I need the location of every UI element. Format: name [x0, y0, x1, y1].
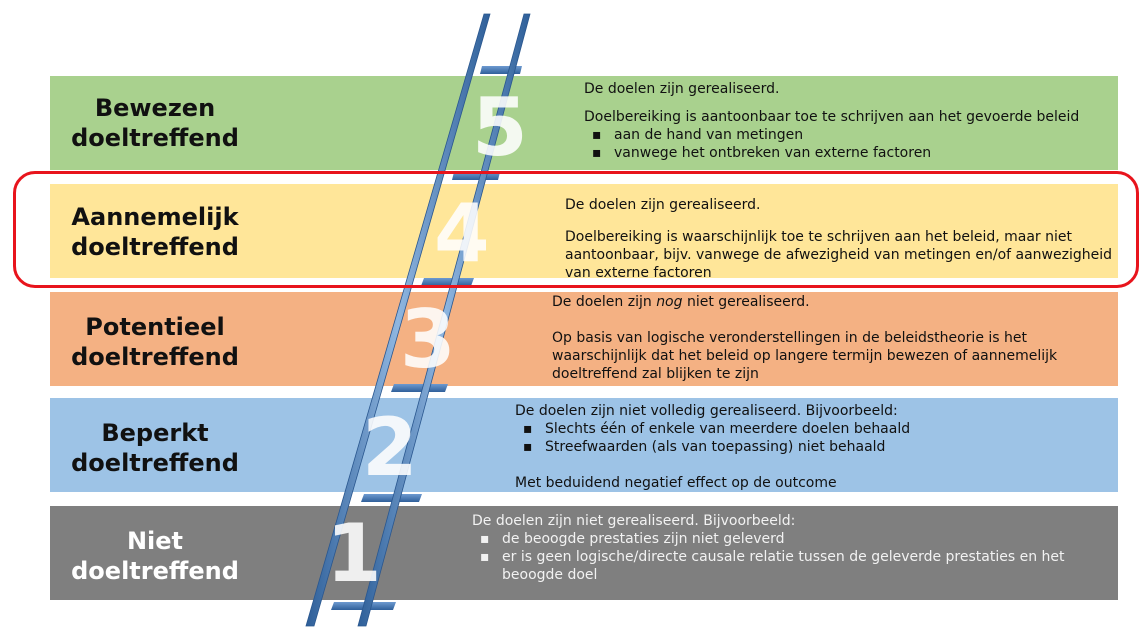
level-2-status: De doelen zijn niet volledig gerealiseer… [515, 403, 898, 419]
level-5-bullet: aan de hand van metingen [584, 126, 1114, 144]
level-4-status: De doelen zijn gerealiseerd. [565, 197, 761, 213]
level-4-explanation: Doelbereiking is waarschijnlijk toe te s… [565, 229, 1112, 281]
level-4-highlight-outline [13, 171, 1139, 288]
level-1-bullet: er is geen logische/directe causale rela… [472, 548, 1072, 584]
level-5-status: De doelen zijn gerealiseerd. [584, 81, 780, 97]
level-2-description: De doelen zijn niet volledig gerealiseer… [515, 402, 1105, 492]
level-2-outcome: Met beduidend negatief effect op de outc… [515, 475, 837, 491]
level-1-status: De doelen zijn niet gerealiseerd. Bijvoo… [472, 513, 796, 529]
level-2-bullet: Streefwaarden (als van toepassing) niet … [515, 438, 1105, 456]
ladder-rung [391, 384, 448, 392]
level-2-number: 2 [362, 401, 418, 494]
level-3-explanation: Op basis van logische veronderstellingen… [552, 330, 1058, 382]
level-5-number: 5 [472, 81, 528, 174]
ladder-right-rail [357, 13, 531, 627]
level-3-description: De doelen zijn nog niet gerealiseerd. Op… [552, 293, 1112, 383]
level-3-status: De doelen zijn nog niet gerealiseerd. [552, 294, 810, 310]
ladder-rung [452, 172, 500, 180]
ladder-rung [421, 278, 474, 286]
level-1-description: De doelen zijn niet gerealiseerd. Bijvoo… [472, 512, 1072, 584]
level-5-description: De doelen zijn gerealiseerd. Doelbereiki… [584, 80, 1114, 162]
ladder-rung [361, 494, 422, 502]
level-4-description: De doelen zijn gerealiseerd. Doelbereiki… [565, 196, 1115, 282]
level-4-band [50, 184, 1118, 278]
level-3-band [50, 292, 1118, 386]
level-5-explanation: Doelbereiking is aantoonbaar toe te schr… [584, 109, 1080, 125]
level-1-number: 1 [326, 507, 382, 600]
level-5-bullet: vanwege het ontbreken van externe factor… [584, 144, 1114, 162]
level-1-bullet: de beoogde prestaties zijn niet geleverd [472, 530, 1072, 548]
level-3-number: 3 [400, 293, 456, 386]
level-4-number: 4 [434, 187, 490, 280]
level-2-bullet: Slechts één of enkele van meerdere doele… [515, 420, 1105, 438]
ladder-left-rail [305, 13, 491, 627]
